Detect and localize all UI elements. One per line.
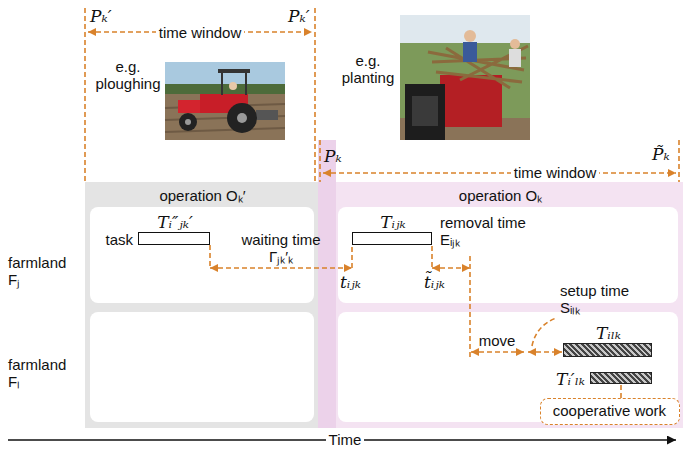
operation-panel xyxy=(318,140,336,428)
task-bar: taskTᵢ″ⱼₖ′ xyxy=(138,232,210,245)
text-label: e.g. ploughing xyxy=(91,58,165,92)
text-label: farmland Fₗ xyxy=(8,356,80,390)
time-window-bound xyxy=(314,8,316,182)
text-label: Time xyxy=(326,431,365,448)
planting-photo xyxy=(464,30,476,42)
ploughing-photo xyxy=(227,103,257,133)
node-text: Tᵢⱼₖ xyxy=(380,212,405,232)
math-label: Pₖ′ xyxy=(90,6,112,26)
callout-box: cooperative work xyxy=(540,398,680,425)
timing-arrow xyxy=(432,246,562,360)
ploughing-photo xyxy=(165,84,285,94)
math-label: tᵢⱼₖ xyxy=(340,272,361,292)
text-label: farmland Fⱼ xyxy=(8,254,80,288)
task-bar: Tᵢₗₖ xyxy=(563,343,652,357)
timing-arrow xyxy=(469,256,471,360)
farmland-row xyxy=(338,312,678,422)
task-bar: Tᵢ′ₗₖ xyxy=(590,372,652,384)
text-label: e.g. planting xyxy=(335,52,401,86)
farmland-row xyxy=(90,312,314,422)
time-window-bound xyxy=(319,140,321,182)
ploughing-photo xyxy=(222,72,246,95)
node-text: task xyxy=(105,231,133,248)
node-text: Tᵢ′ₗₖ xyxy=(556,369,585,389)
task-bar: Tᵢⱼₖ xyxy=(352,232,432,245)
text-label: time window xyxy=(511,164,600,181)
planting-photo xyxy=(405,84,445,140)
text-label: setup time Sᵢₗₖ xyxy=(560,282,652,316)
operation-panel xyxy=(85,182,320,428)
node-text: Tᵢ″ⱼₖ′ xyxy=(157,212,193,232)
planting-photo xyxy=(400,15,530,43)
ploughing-photo xyxy=(165,62,285,140)
connector-line xyxy=(351,245,353,268)
ploughing-photo xyxy=(237,113,247,123)
planting-photo xyxy=(400,15,530,140)
planting-photo xyxy=(412,96,438,126)
math-label: P̃ₖ xyxy=(652,144,670,164)
time-window-arrow xyxy=(323,172,676,174)
time-window-bound xyxy=(85,8,679,182)
connector xyxy=(621,384,622,398)
planting-photo xyxy=(509,49,521,67)
ploughing-photo xyxy=(229,82,237,90)
timing-arrow xyxy=(471,351,524,353)
operation-panel xyxy=(85,140,683,428)
timing-arrow xyxy=(528,351,562,353)
node-text: Tᵢₗₖ xyxy=(596,323,621,343)
ploughing-photo xyxy=(165,94,285,140)
ploughing-photo xyxy=(185,119,191,125)
connector-line xyxy=(209,245,211,268)
connector-line xyxy=(620,384,622,398)
planting-photo xyxy=(510,39,520,49)
edge-label: waiting time Γⱼₖ′ₖ xyxy=(231,231,331,265)
math-label: Pₖ′ xyxy=(288,6,310,26)
math-label: Pₖ xyxy=(324,146,342,166)
connector-line xyxy=(210,267,352,269)
ploughing-photo xyxy=(179,113,197,131)
time-window-bound xyxy=(678,140,680,182)
planting-photo xyxy=(428,46,528,88)
timing-arrow xyxy=(432,267,470,269)
time-window-bound xyxy=(84,8,86,182)
text-label: removal time Eᵢⱼₖ xyxy=(440,214,536,248)
node-text: operation Oₖ xyxy=(459,187,542,204)
farmland-row xyxy=(90,207,678,422)
operation-band: operation Oₖ′taskTᵢ″ⱼₖ′ xyxy=(85,182,320,428)
operation-panel xyxy=(318,182,683,428)
node-text: operation Oₖ′ xyxy=(159,187,245,204)
ploughing-photo xyxy=(165,62,285,140)
time-window-arrow xyxy=(88,32,676,173)
planting-photo xyxy=(400,15,530,140)
timing-arrow xyxy=(532,318,556,346)
timing-arrow xyxy=(431,246,433,268)
planting-photo xyxy=(463,42,477,62)
text-label: move xyxy=(479,332,516,349)
node-text: cooperative work xyxy=(553,402,666,419)
planting-photo xyxy=(440,75,502,127)
math-label: t̃ᵢⱼₖ xyxy=(424,272,445,292)
ploughing-photo xyxy=(256,110,278,120)
text-label: time window xyxy=(156,24,245,41)
